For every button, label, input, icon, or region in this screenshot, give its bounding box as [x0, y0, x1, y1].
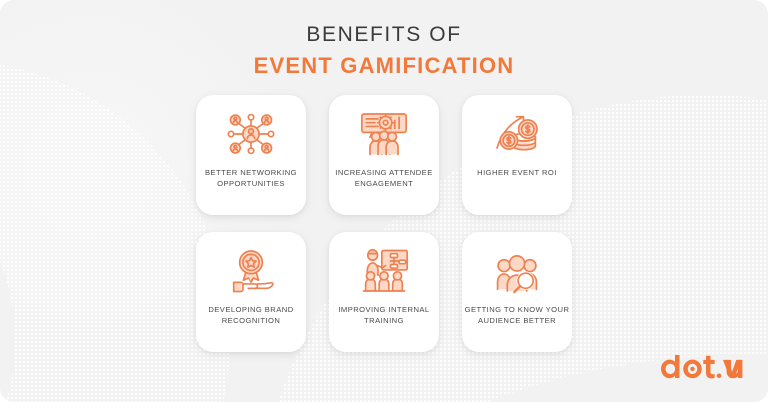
- page-title: BENEFITS OF EVENT GAMIFICATION: [0, 22, 768, 80]
- benefits-card-grid: BETTER NETWORKING OPPORTUNITIES: [196, 95, 572, 352]
- presentation-audience-icon: [361, 113, 407, 156]
- benefit-card-improving-internal-training[interactable]: IMPROVING INTERNAL TRAINING: [329, 232, 439, 352]
- benefit-card-label: IMPROVING INTERNAL TRAINING: [338, 305, 430, 325]
- benefit-card-label: DEVELOPING BRAND RECOGNITION: [208, 305, 294, 325]
- hand-award-badge-icon: [232, 250, 274, 293]
- dotvu-logo[interactable]: [660, 354, 744, 380]
- benefit-card-label: INCREASING ATTENDEE ENGAGEMENT: [335, 168, 433, 188]
- benefit-card-label: GETTING TO KNOW YOUR AUDIENCE BETTER: [464, 305, 570, 325]
- benefit-card-increasing-attendee-engagement[interactable]: INCREASING ATTENDEE ENGAGEMENT: [329, 95, 439, 215]
- title-line-accent: EVENT GAMIFICATION: [253, 53, 515, 78]
- coins-growth-arrow-icon: [496, 115, 538, 151]
- benefit-card-higher-event-roi[interactable]: HIGHER EVENT ROI: [462, 95, 572, 215]
- benefit-card-label: HIGHER EVENT ROI: [477, 168, 557, 177]
- benefit-card-developing-brand-recognition[interactable]: DEVELOPING BRAND RECOGNITION: [196, 232, 306, 352]
- benefit-card-better-networking-opportunities[interactable]: BETTER NETWORKING OPPORTUNITIES: [196, 95, 306, 215]
- people-magnifier-icon: [496, 255, 538, 294]
- network-people-icon: [227, 113, 275, 155]
- title-line-primary: BENEFITS OF: [306, 23, 462, 46]
- dotvu-logo-mark: [661, 355, 743, 379]
- benefit-card-getting-to-know-your-audience-better[interactable]: GETTING TO KNOW YOUR AUDIENCE BETTER: [462, 232, 572, 352]
- trainer-whiteboard-icon: [362, 248, 409, 292]
- benefit-card-label: BETTER NETWORKING OPPORTUNITIES: [204, 168, 298, 188]
